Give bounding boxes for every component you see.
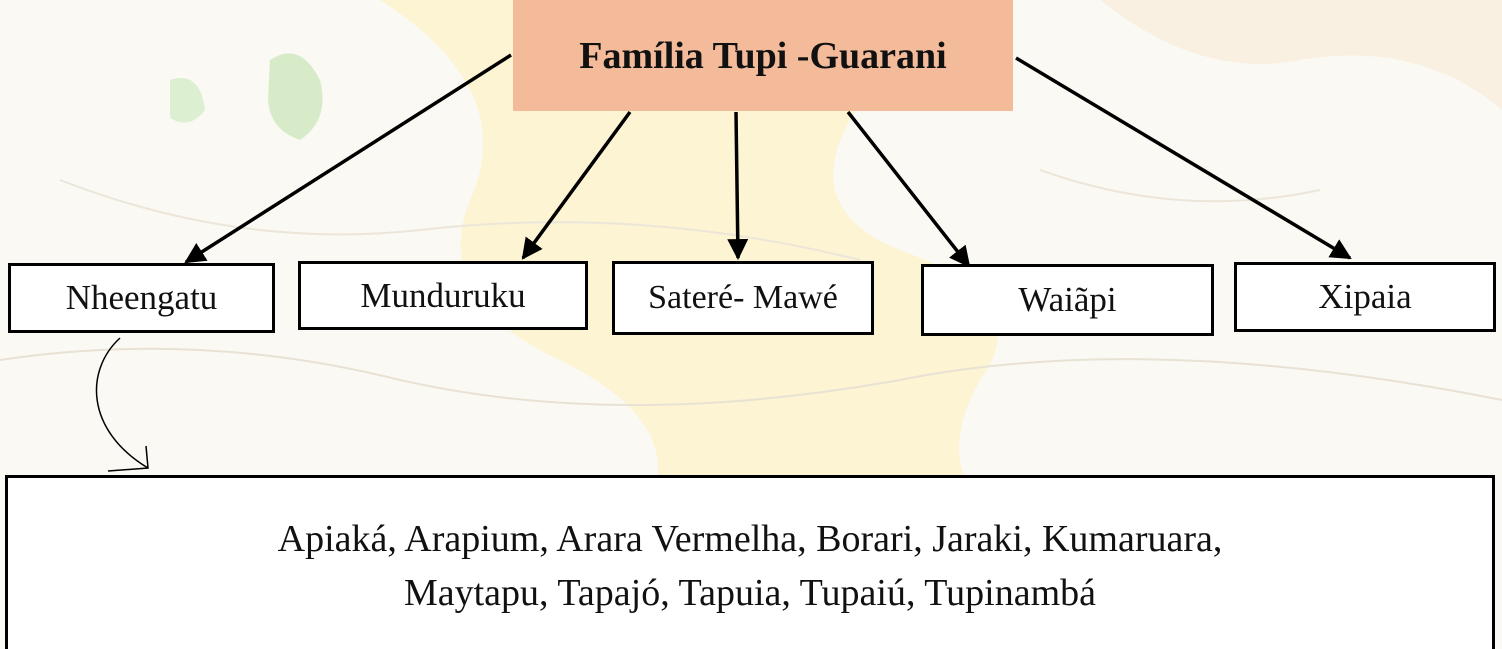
root-node-family: Família Tupi -Guarani: [513, 0, 1013, 111]
peoples-list-box: Apiaká, Arapium, Arara Vermelha, Borari,…: [5, 475, 1495, 649]
child-node-xipaia: Xipaia: [1234, 262, 1496, 332]
child-node-waiapi: Waiãpi: [921, 264, 1214, 336]
peoples-line-1: Apiaká, Arapium, Arara Vermelha, Borari,…: [277, 517, 1223, 560]
child-node-label: Nheengatu: [65, 278, 218, 317]
child-node-label: Munduruku: [360, 275, 526, 315]
child-node-satere-mawe: Sateré- Mawé: [612, 261, 874, 335]
child-node-munduruku: Munduruku: [298, 261, 588, 330]
root-node-label: Família Tupi -Guarani: [579, 34, 947, 77]
child-node-nheengatu: Nheengatu: [8, 263, 275, 333]
child-node-label: Xipaia: [1318, 277, 1412, 316]
peoples-line-2: Maytapu, Tapajó, Tapuia, Tupaiú, Tupinam…: [403, 571, 1097, 614]
child-node-label: Waiãpi: [1018, 280, 1117, 319]
child-node-label: Sateré- Mawé: [648, 279, 838, 316]
